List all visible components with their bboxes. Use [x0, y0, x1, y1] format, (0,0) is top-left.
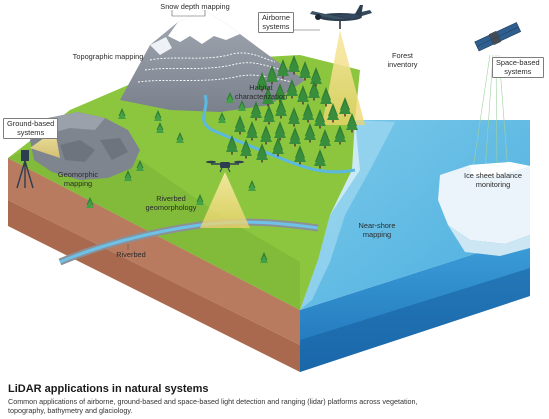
- drone-beam: [200, 172, 250, 228]
- label-space-based-systems: Space-based systems: [492, 57, 544, 79]
- airplane-beam: [322, 30, 365, 125]
- terrain-block-soil: [8, 158, 300, 372]
- ice-sheet: [438, 162, 530, 256]
- label-snow-depth-mapping: Snow depth mapping: [160, 2, 230, 11]
- drone-icon: [206, 160, 244, 173]
- ocean-cross-section: [300, 236, 530, 372]
- figure-title: LiDAR applications in natural systems: [8, 383, 209, 395]
- tripod-scanner-icon: [16, 150, 34, 189]
- river: [58, 94, 356, 266]
- figure-caption: Common applications of airborne, ground-…: [8, 397, 418, 415]
- label-ice-sheet-balance-monitoring: Ice sheet balance monitoring: [464, 171, 522, 189]
- label-forest-inventory: Forest inventory: [387, 51, 418, 69]
- satellite-icon: [474, 22, 522, 52]
- label-topographic-mapping: Topographic mapping: [72, 52, 144, 61]
- label-airborne-systems: Airborne systems: [258, 12, 294, 34]
- label-ground-based-systems: Ground-based systems: [3, 118, 59, 140]
- label-near-shore-mapping: Near-shore mapping: [358, 221, 396, 239]
- label-riverbed: Riverbed: [116, 250, 146, 259]
- label-riverbed-geomorphology: Riverbed geomorphology: [145, 194, 197, 212]
- label-habitat-characterization: Habitat characterization: [234, 83, 288, 101]
- airplane-icon: [310, 5, 372, 29]
- shallow-water: [300, 120, 395, 310]
- label-geomorphic-mapping: Geomorphic mapping: [57, 170, 99, 188]
